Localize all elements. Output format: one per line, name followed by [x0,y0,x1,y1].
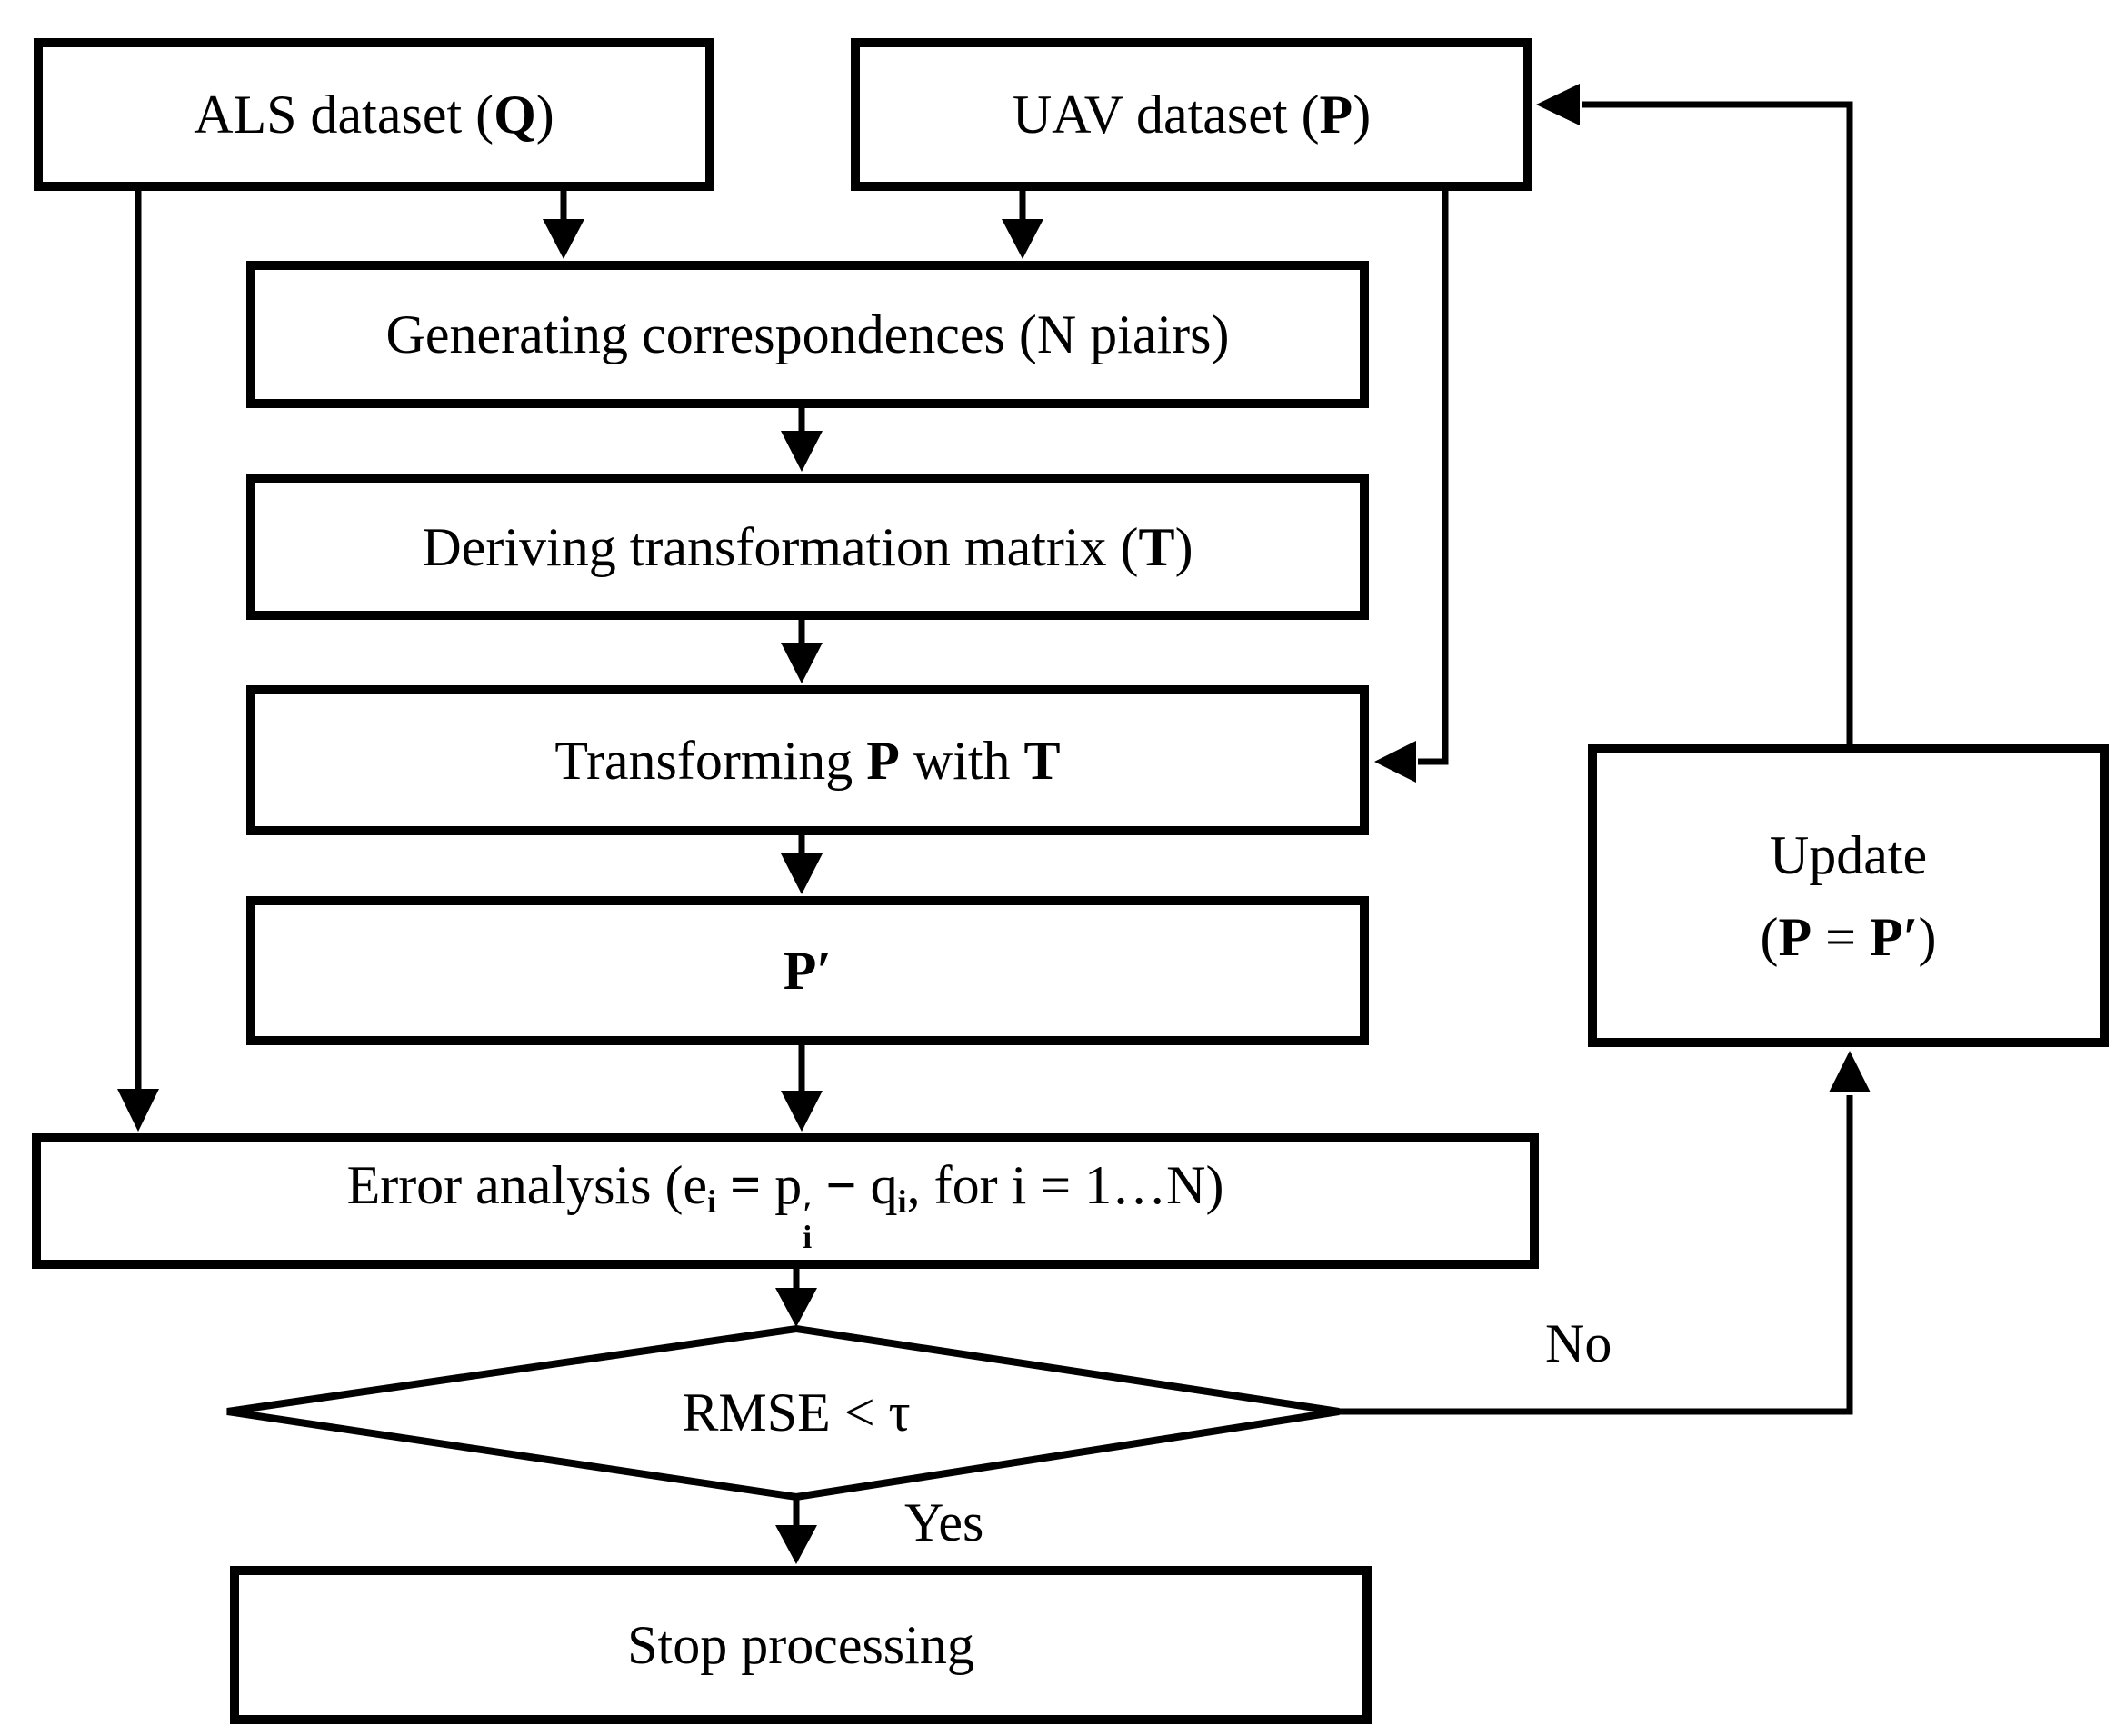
error-analysis-box: Error analysis (ei = p′i − qi, for i = 1… [32,1133,1539,1269]
deriving-transformation-box: Deriving transformation matrix (T) [246,474,1369,620]
update-label-line2: (P = P′) [1760,906,1937,967]
update-box: Update (P = P′) [1588,744,2109,1047]
stop-processing-label: Stop processing [627,1615,974,1675]
yes-edge-label: Yes [904,1492,984,1552]
update-label: Update (P = P′) [1761,814,1937,978]
edge-update-uav [1582,101,1853,744]
arrowhead-decision-stop [775,1525,817,1564]
arrowhead-pprime-error [781,1091,823,1132]
arrowhead-uav-generating [1002,219,1043,259]
transforming-label: Transforming P with T [554,730,1061,791]
arrowhead-decision-update [1829,1051,1871,1092]
edge-uav-transforming [1418,191,1449,765]
arrowhead-deriving-transforming [781,643,823,683]
p-prime-box: P′ [246,896,1369,1045]
stop-processing-box: Stop processing [230,1566,1372,1724]
p-prime-subscript-stack: ′i [803,1194,813,1255]
als-dataset-label: ALS dataset (Q) [194,85,554,145]
decision-diamond [226,1324,1340,1502]
generating-correspondences-box: Generating correspondences (N piairs) [246,261,1369,408]
no-edge-label: No [1545,1313,1612,1373]
edge-decision-update [1339,1095,1853,1415]
arrowhead-generating-deriving [781,431,823,472]
deriving-transformation-label: Deriving transformation matrix (T) [422,516,1193,577]
als-dataset-box: ALS dataset (Q) [34,38,714,191]
arrowhead-uav-transforming [1374,741,1416,783]
decision-label: RMSE < τ [682,1382,911,1442]
generating-correspondences-label: Generating correspondences (N piairs) [385,304,1230,364]
p-prime-label: P′ [783,941,833,1001]
transforming-box: Transforming P with T [246,685,1369,835]
arrowhead-als-error [117,1089,159,1132]
uav-dataset-box: UAV dataset (P) [851,38,1532,191]
arrowhead-als-generating [543,219,584,259]
error-analysis-label: Error analysis (ei = p′i − qi, for i = 1… [346,1155,1224,1255]
arrowhead-transforming-pprime [781,853,823,894]
update-label-line1: Update [1769,824,1928,885]
arrowhead-update-uav [1536,84,1580,125]
arrowhead-error-decision [775,1288,817,1327]
uav-dataset-label: UAV dataset (P) [1012,85,1372,145]
